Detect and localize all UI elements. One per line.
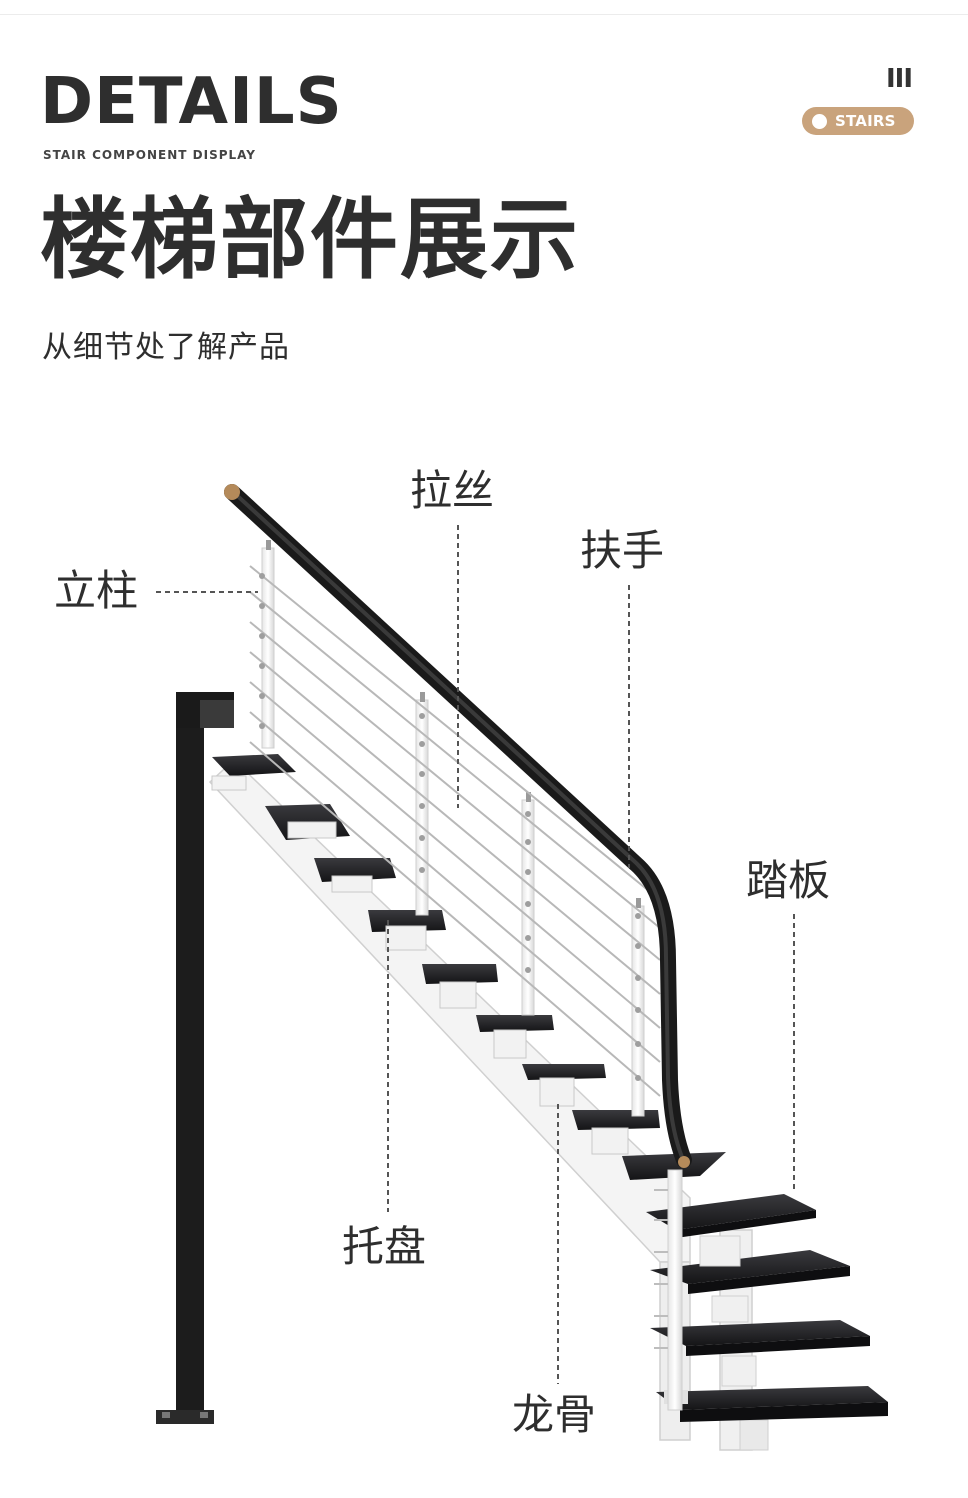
lower-cables — [654, 1189, 668, 1349]
handrail — [224, 484, 692, 1168]
top-divider — [0, 14, 968, 15]
label-post: 立柱 — [54, 566, 139, 615]
tall-post — [156, 692, 234, 1424]
circle-icon — [812, 113, 827, 129]
lower-treads — [650, 1235, 888, 1422]
label-keel: 龙骨 — [512, 1390, 597, 1439]
label-handrail: 扶手 — [580, 526, 665, 575]
details-title: DETAILS — [40, 65, 343, 139]
stairs-badge-label: STAIRS — [835, 112, 896, 130]
stairs-badge: STAIRS — [802, 107, 914, 135]
page-title: 楼梯部件展示 — [40, 188, 581, 291]
label-cable: 拉丝 — [410, 466, 495, 515]
label-tray: 托盘 — [342, 1222, 427, 1271]
roman-numeral-mark: III — [886, 64, 913, 94]
leader-lines — [156, 525, 795, 1384]
cable-connectors — [259, 573, 641, 1081]
details-subtitle: STAIR COMPONENT DISPLAY — [43, 148, 256, 162]
label-tread: 踏板 — [746, 856, 831, 905]
keel-stringer — [208, 758, 769, 1451]
steel-cables — [249, 565, 661, 1097]
upper-treads — [211, 754, 816, 1238]
page-subtitle: 从细节处了解产品 — [42, 330, 290, 365]
